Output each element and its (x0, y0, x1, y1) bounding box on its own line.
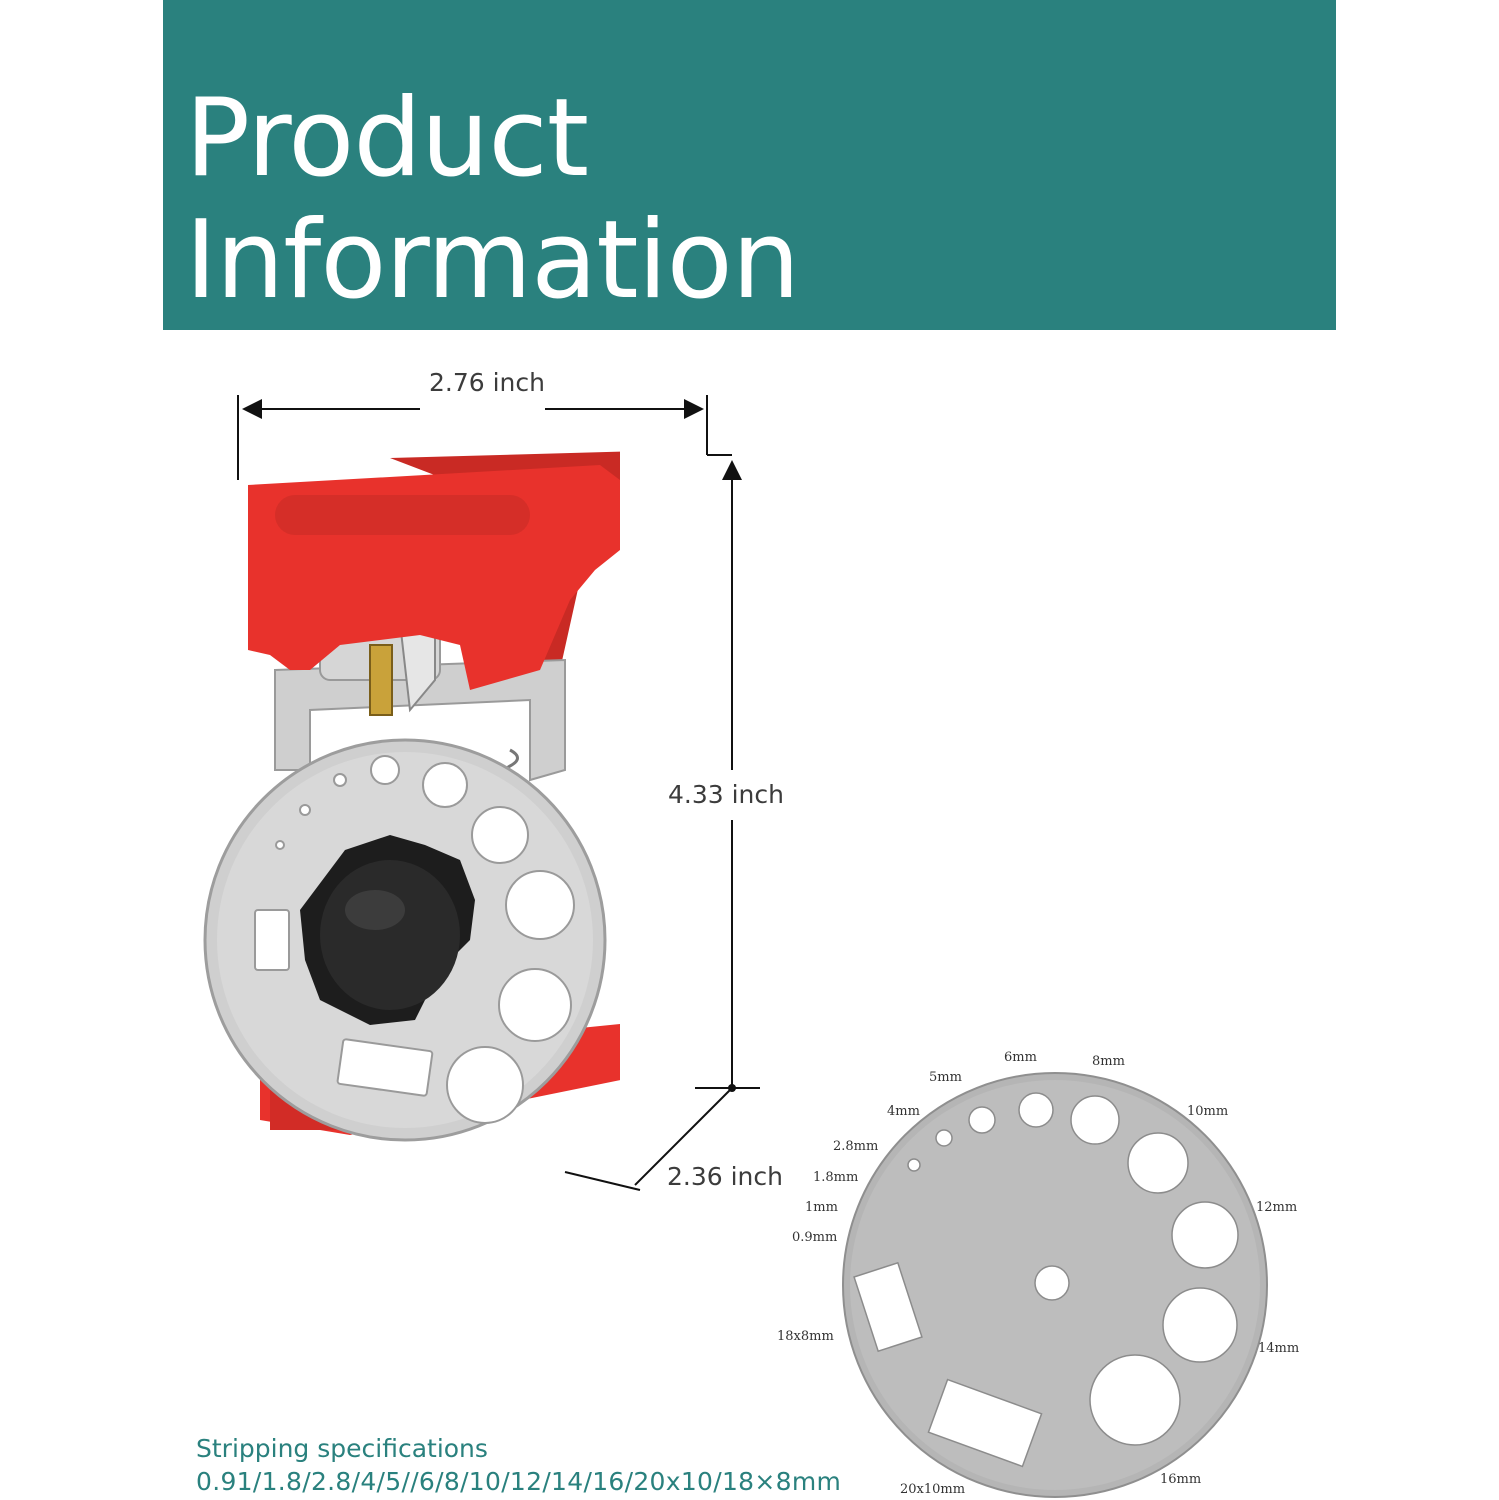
label-8mm: 8mm (1092, 1054, 1125, 1069)
label-14mm: 14mm (1258, 1341, 1299, 1356)
label-1mm: 1mm (805, 1200, 838, 1215)
label-6mm: 6mm (1004, 1050, 1037, 1065)
spec-title: Stripping specifications (196, 1434, 488, 1463)
depth-dimension-label: 2.36 inch (667, 1162, 783, 1191)
label-16mm: 16mm (1160, 1472, 1201, 1487)
wire-stripper-tool-image (203, 451, 620, 1142)
header-banner: Product Information (163, 0, 1336, 330)
page-title: Product Information (185, 76, 800, 323)
label-0-9mm: 0.9mm (792, 1230, 837, 1245)
label-12mm: 12mm (1256, 1200, 1297, 1215)
label-18x8mm: 18x8mm (777, 1329, 834, 1344)
label-10mm: 10mm (1187, 1104, 1228, 1119)
title-line-1: Product (185, 76, 589, 201)
label-1-8mm: 1.8mm (813, 1170, 858, 1185)
width-dimension-label: 2.76 inch (429, 368, 545, 397)
title-line-2: Information (185, 198, 800, 323)
stripping-disc-image: 6mm 8mm 5mm 4mm 10mm 2.8mm 1.8mm 1mm 0.9… (777, 1050, 1299, 1498)
stripping-specifications: Stripping specifications 0.91/1.8/2.8/4/… (196, 1433, 841, 1499)
label-5mm: 5mm (929, 1070, 962, 1085)
height-dimension-label: 4.33 inch (668, 780, 784, 809)
label-20x10mm: 20x10mm (900, 1482, 965, 1497)
label-4mm: 4mm (887, 1104, 920, 1119)
label-2-8mm: 2.8mm (833, 1139, 878, 1154)
spec-values: 0.91/1.8/2.8/4/5//6/8/10/12/14/16/20x10/… (196, 1467, 842, 1496)
